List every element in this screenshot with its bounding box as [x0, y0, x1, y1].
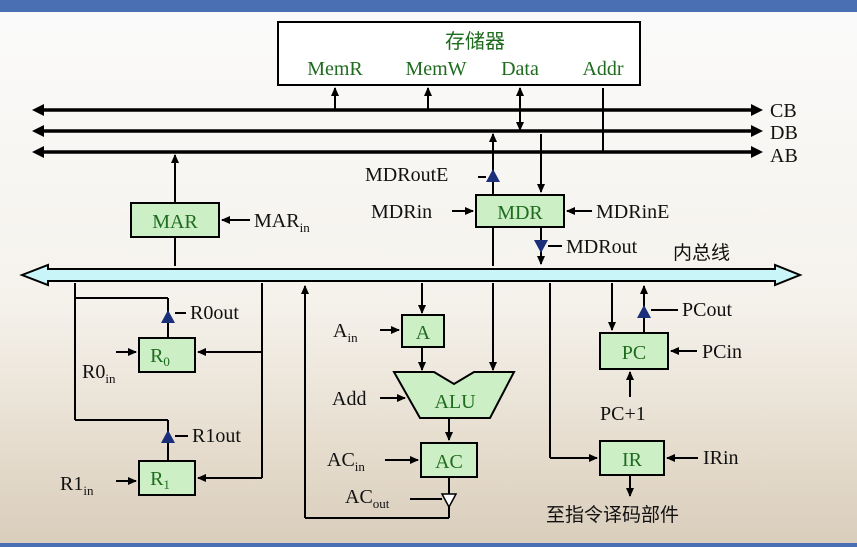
ac-out-gate-icon — [440, 493, 458, 509]
memw-port-label: MemW — [405, 58, 466, 80]
alu-label: ALU — [434, 391, 476, 413]
pcout-label: PCout — [682, 299, 732, 321]
pc-register: PC — [599, 332, 669, 370]
memory-block: 存储器 MemR MemW Data Addr — [277, 21, 641, 86]
mdrin-label: MDRin — [371, 201, 432, 223]
bottom-rule — [0, 543, 857, 547]
mar-in-label: MARin — [254, 210, 310, 235]
acin-label: ACin — [327, 449, 365, 474]
a-register: A — [401, 314, 445, 348]
cb-label: CB — [770, 100, 797, 122]
r0in-label: R0in — [82, 361, 116, 386]
internal-bus-label: 内总线 — [673, 242, 730, 264]
pcin-label: PCin — [702, 341, 742, 363]
internal-bus: 内总线 — [19, 242, 803, 287]
pc-out-gate-icon — [637, 305, 651, 318]
r0-register: R0 — [138, 337, 196, 373]
mdr-register: MDR — [475, 194, 565, 228]
acout-label: ACout — [345, 486, 390, 511]
irin-label: IRin — [703, 447, 739, 469]
r1-register: R1 — [138, 460, 196, 496]
r0-out-gate-icon — [161, 310, 175, 323]
mdr-label: MDR — [497, 202, 543, 224]
ir-register: IR — [599, 440, 665, 476]
ac-label: AC — [435, 451, 463, 473]
r1-out-gate-icon — [161, 430, 175, 443]
add-label: Add — [332, 388, 366, 410]
r0out-label: R0out — [190, 302, 239, 324]
memr-port-label: MemR — [307, 58, 363, 80]
ac-register: AC — [420, 442, 478, 478]
mar-register: MAR — [130, 202, 220, 238]
memory-title: 存储器 — [445, 29, 505, 53]
title-bar — [0, 0, 857, 12]
r1-label: R1 — [150, 468, 170, 492]
mdroute-label: MDRoutE — [365, 164, 448, 186]
a-label: A — [416, 322, 431, 344]
r0-label: R0 — [150, 345, 170, 369]
ain-label: Ain — [333, 320, 358, 345]
ab-label: AB — [770, 145, 798, 167]
addr-port-label: Addr — [582, 58, 623, 80]
pc-label: PC — [622, 342, 646, 364]
ir-label: IR — [622, 449, 643, 471]
alu-unit: ALU — [392, 371, 516, 419]
pc-plus1-label: PC+1 — [600, 403, 646, 425]
mar-label: MAR — [152, 211, 198, 233]
mdrout-label: MDRout — [566, 236, 638, 258]
mdr-oute-gate-icon — [486, 169, 500, 182]
db-label: DB — [770, 122, 798, 144]
r1out-label: R1out — [192, 425, 241, 447]
system-buses: CB DB AB — [32, 100, 798, 167]
r1in-label: R1in — [60, 473, 94, 498]
data-port-label: Data — [501, 58, 539, 80]
mdr-out-gate-icon — [534, 240, 548, 253]
mdrine-label: MDRinE — [596, 201, 669, 223]
decoder-label: 至指令译码部件 — [546, 504, 679, 526]
